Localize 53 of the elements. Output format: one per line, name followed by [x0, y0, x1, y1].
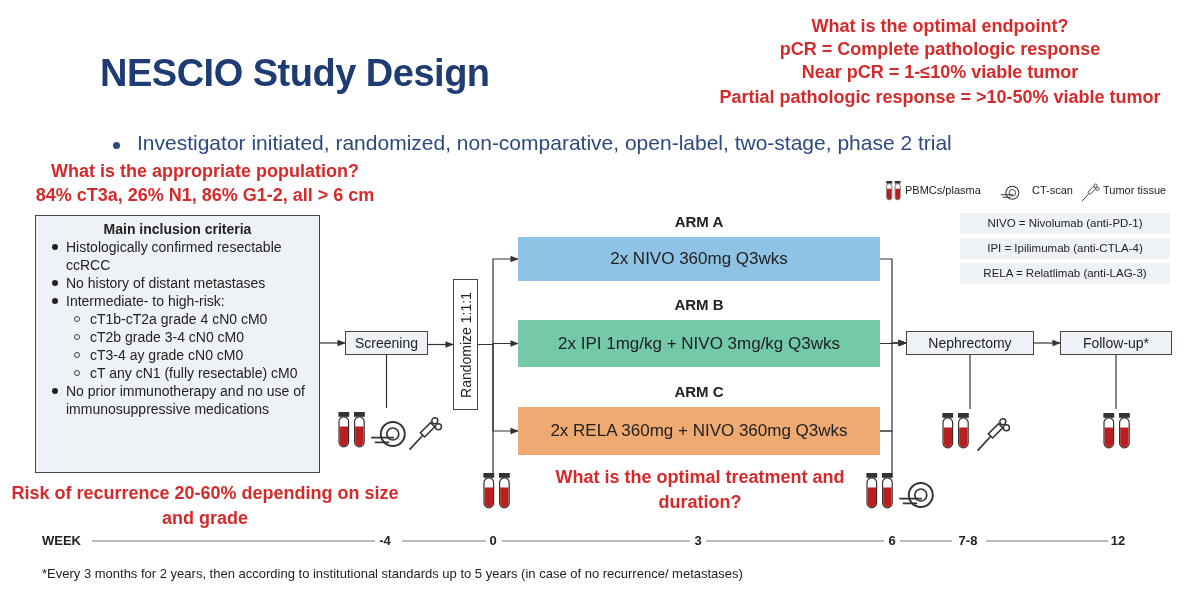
arm-heading: ARM B: [673, 295, 725, 315]
population-text: 84% cT3a, 26% N1, 86% G1-2, all > 6 cm: [34, 185, 376, 206]
connector-line: [477, 343, 494, 474]
connector-line: [969, 354, 971, 410]
question-text: What is the optimal endpoint?: [810, 16, 1070, 37]
criteria-text: cT any cN1 (fully resectable) cM0: [90, 364, 299, 382]
randomize-box: [453, 279, 478, 410]
arm-heading: ARM C: [673, 382, 725, 402]
legend-label: PBMCs/plasma: [905, 184, 981, 196]
arm-heading: ARM A: [673, 212, 725, 232]
criteria-text: cT2b grade 3-4 cN0 cM0: [90, 328, 246, 346]
abbreviation-note: NIVO = Nivolumab (anti-PD-1): [960, 213, 1170, 234]
footnote: *Every 3 months for 2 years, then according to institutional standards up to 5 years (in case of no recurrence/ metastases): [42, 566, 743, 581]
question-text: What is the appropriate population?: [50, 161, 360, 182]
regimen-text: 2x NIVO 360mg Q3wks: [610, 249, 788, 269]
connector-line: [879, 430, 893, 474]
process-box: Follow-up*: [1060, 331, 1172, 355]
question-text: What is the optimal treatment and duration?: [554, 466, 846, 514]
week-tick-label: 0: [489, 533, 497, 548]
week-tick-label: WEEK: [42, 533, 81, 548]
arrow: [319, 339, 346, 347]
definition-text: pCR = Complete pathologic response: [778, 39, 1102, 60]
definition-text: Partial pathologic response = >10-50% viable tumor: [718, 87, 1162, 108]
criteria-box: [35, 215, 320, 473]
box-label: Randomize 1:1:1: [457, 291, 474, 398]
arrow: [427, 341, 454, 348]
connector-line: [1115, 354, 1117, 410]
box-heading: Main inclusion criteria: [102, 220, 253, 238]
criteria-text: cT1b-cT2a grade 4 cN0 cM0: [90, 310, 269, 328]
criteria-text: No history of distant metastases: [66, 274, 267, 292]
slide-title: NESCIO Study Design: [100, 52, 490, 95]
risk-note: Risk of recurrence 20-60% depending on size and grade: [10, 482, 400, 530]
legend-label: CT-scan: [1032, 184, 1073, 196]
week-tick-label: 6: [888, 533, 896, 548]
criteria-text: cT3-4 ay grade cN0 cM0: [90, 346, 245, 364]
criteria-text: No prior immunotherapy and no use of immunosuppressive medications: [66, 382, 306, 418]
week-tick-label: 12: [1110, 533, 1126, 548]
week-tick-label: 7-8: [958, 533, 978, 548]
process-box: Screening: [345, 331, 428, 355]
abbreviation-note: RELA = Relatlimab (anti-LAG-3): [960, 263, 1170, 284]
week-tick-label: 3: [694, 533, 702, 548]
bullet-text: Investigator initiated, randomized, non-comparative, open-label, two-stage, phase 2 trial: [137, 131, 952, 155]
process-box: Nephrectomy: [906, 331, 1034, 355]
criteria-text: Intermediate- to high-risk:: [66, 292, 226, 310]
regimen-text: 2x IPI 1mg/kg + NIVO 3mg/kg Q3wks: [558, 333, 840, 354]
regimen-text: 2x RELA 360mg + NIVO 360mg Q3wks: [550, 421, 848, 441]
arrow: [1033, 339, 1061, 347]
definition-text: Near pCR = 1-≤10% viable tumor: [800, 62, 1080, 83]
abbreviation-note: IPI = Ipilimumab (anti-CTLA-4): [960, 238, 1170, 259]
legend-label: Tumor tissue: [1103, 184, 1167, 196]
connector-line: [385, 354, 388, 409]
criteria-text: Histologically confirmed resectable ccRCC: [66, 238, 283, 274]
week-tick-label: -4: [379, 533, 391, 548]
